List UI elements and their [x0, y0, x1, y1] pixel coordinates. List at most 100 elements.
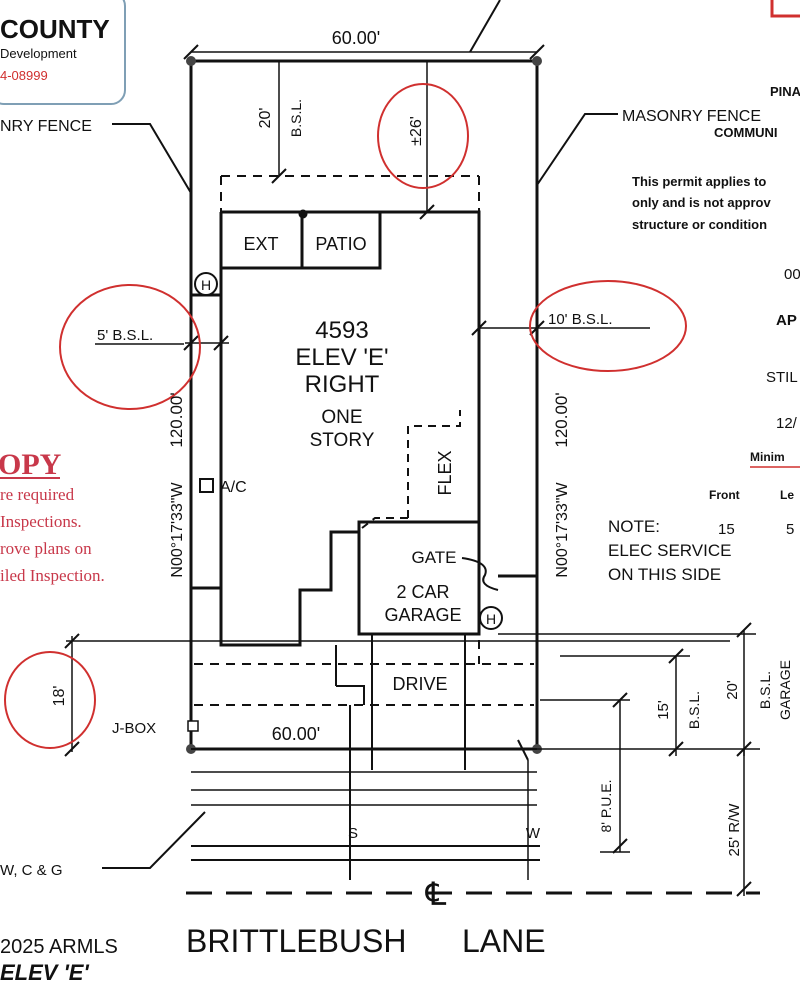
- right-dimension-labels: 15' B.S.L. 20' B.S.L. GARAGE 8' P.U.E. 2…: [598, 660, 793, 856]
- copy-stamp-line-2: Inspections.: [0, 512, 82, 531]
- right-bearing-label: N00°17'33"W: [554, 482, 571, 578]
- sewer-label: S: [348, 825, 358, 842]
- bottom-width-label: 60.00': [272, 724, 320, 744]
- county-logo: COUNTY Development 4-08999: [0, 0, 126, 105]
- note-line-2: ELEC SERVICE: [608, 541, 731, 560]
- ac-unit: A/C: [199, 478, 247, 496]
- flex-label: FLEX: [435, 450, 455, 495]
- left-setback-highlight: [59, 284, 201, 410]
- ac-label: A/C: [220, 479, 247, 496]
- permit-left-value: 5: [786, 521, 794, 538]
- street-name-1: BRITTLEBUSH: [186, 923, 406, 959]
- permit-pin: PINA: [770, 84, 800, 99]
- rear-actual-value: ±26': [408, 116, 425, 146]
- garage-label-2: GARAGE: [384, 605, 461, 625]
- left-depth-label: 120.00': [167, 392, 186, 447]
- hose-bib-top: H: [194, 272, 218, 296]
- elec-note: NOTE: ELEC SERVICE ON THIS SIDE: [608, 517, 731, 584]
- rear-setback-value: 20': [257, 108, 274, 129]
- gate-label: GATE: [411, 548, 456, 567]
- right-dimension-stack: [498, 622, 760, 897]
- permit-stil: STIL: [766, 369, 798, 386]
- rear-actual-highlight: [377, 83, 469, 189]
- top-width-dimension: 60.00': [183, 28, 545, 60]
- permit-code: 00: [784, 266, 800, 283]
- jbox-label: J-BOX: [112, 720, 156, 737]
- hose-bib-garage-label: H: [486, 611, 496, 627]
- front-actual-highlight: [4, 651, 96, 749]
- permit-front-value: 15: [718, 521, 735, 538]
- top-width-label: 60.00': [332, 28, 380, 48]
- permit-left-label: Le: [780, 488, 794, 502]
- drive-label: DRIVE: [392, 674, 447, 694]
- masonry-left-label: NRY FENCE: [0, 118, 92, 135]
- row-label: 25' R/W: [726, 803, 743, 857]
- copy-stamp-line-3: rove plans on: [0, 539, 92, 558]
- logo-line-3: 4-08999: [0, 68, 48, 83]
- left-setback-dimension: 5' B.S.L.: [59, 284, 229, 410]
- lot-boundary: [186, 56, 542, 754]
- copy-stamp-line-4: iled Inspection.: [0, 566, 105, 585]
- permit-community: COMMUNI: [714, 125, 778, 140]
- ext-label: EXT: [243, 234, 278, 254]
- house-footprint: [191, 209, 537, 647]
- right-setback-highlight: [529, 280, 687, 372]
- front-actual-dimension: 18': [4, 633, 730, 757]
- masonry-right-label: MASONRY FENCE: [622, 108, 761, 125]
- masonry-fence-left: NRY FENCE: [0, 118, 192, 194]
- centerline-symbol: ℄: [425, 876, 447, 912]
- street-lines: [102, 739, 760, 895]
- water-label: W: [526, 825, 541, 842]
- patio-label: PATIO: [315, 234, 366, 254]
- hose-bib-top-label: H: [201, 277, 211, 293]
- stories-line-2: STORY: [310, 430, 375, 451]
- rear-setback-dimension: 20' B.S.L.: [257, 61, 304, 184]
- garage-setback-unit-1: B.S.L.: [757, 671, 773, 709]
- rear-setback-unit: B.S.L.: [288, 99, 304, 137]
- curb-label: W, C & G: [0, 862, 63, 879]
- elevation-label: ELEV 'E': [295, 344, 388, 371]
- note-line-3: ON THIS SIDE: [608, 565, 721, 584]
- permit-date: 12/: [776, 415, 798, 432]
- note-line-1: NOTE:: [608, 517, 660, 536]
- permit-line-3: structure or condition: [632, 217, 767, 232]
- permit-front-label: Front: [709, 488, 740, 502]
- plan-number: 4593: [315, 317, 368, 344]
- gate-symbol: [461, 557, 499, 591]
- copy-stamp-title: OPY: [0, 448, 62, 481]
- copyright-label: 2025 ARMLS: [0, 936, 118, 958]
- permit-line-1: This permit applies to: [632, 174, 766, 189]
- rear-actual-dimension: ±26': [377, 61, 469, 220]
- logo-line-1: COUNTY: [0, 14, 110, 44]
- flex-room: [361, 410, 461, 529]
- left-bearing-label: N00°17'33"W: [169, 482, 186, 578]
- copy-stamp-line-1: re required: [0, 485, 75, 504]
- garage-label-1: 2 CAR: [396, 582, 449, 602]
- right-setback-label: 10' B.S.L.: [548, 311, 613, 328]
- bottom-width-dimension: 60.00': [191, 724, 537, 750]
- pue-label: 8' P.U.E.: [598, 780, 614, 833]
- permit-stamp: PINA COMMUNI This permit applies to only…: [632, 0, 800, 538]
- footer-elevation: ELEV 'E': [0, 960, 89, 985]
- house-labels: EXT PATIO 4593 ELEV 'E' RIGHT ONE STORY …: [243, 234, 461, 694]
- logo-line-2: Development: [0, 46, 77, 61]
- right-setback-dimension: 10' B.S.L.: [471, 280, 687, 372]
- copy-stamp: OPY re required Inspections. rove plans …: [0, 448, 105, 585]
- right-depth-label: 120.00': [552, 392, 571, 447]
- right-lot-dimension: 120.00' N00°17'33"W: [552, 392, 571, 577]
- permit-ap: AP: [776, 312, 797, 329]
- permit-line-2: only and is not approv: [632, 195, 771, 210]
- garage-setback-value: 20': [724, 680, 741, 700]
- front-actual-value: 18': [51, 686, 68, 707]
- left-setback-label: 5' B.S.L.: [97, 327, 153, 344]
- street-name-2: LANE: [462, 923, 546, 959]
- jbox: J-BOX: [112, 720, 199, 737]
- front-setback-unit: B.S.L.: [686, 691, 702, 729]
- front-setback-value: 15': [655, 700, 672, 720]
- masonry-fence-right: MASONRY FENCE: [536, 108, 761, 186]
- top-leader: [469, 0, 501, 53]
- garage-setback-unit-2: GARAGE: [777, 660, 793, 720]
- driveway: [335, 634, 466, 880]
- stories-line-1: ONE: [321, 407, 362, 428]
